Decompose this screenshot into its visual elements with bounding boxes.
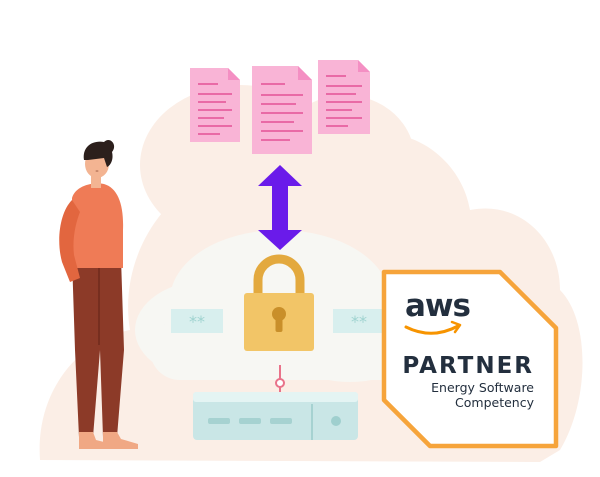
document-icon	[190, 68, 240, 142]
password-mask-text: **	[189, 312, 205, 331]
standing-person-illustration	[59, 140, 138, 449]
competency-line-2: Competency	[455, 395, 534, 410]
aws-partner-badge	[381, 269, 559, 449]
connector-line	[275, 365, 285, 392]
document-icon	[252, 66, 312, 154]
password-mask-text: **	[351, 312, 367, 331]
password-field-left: **	[171, 309, 223, 333]
server-icon	[193, 392, 358, 440]
competency-line-1: Energy Software	[431, 380, 534, 395]
password-field-right: **	[333, 309, 385, 333]
document-icon	[318, 60, 370, 134]
padlock-icon	[244, 254, 314, 351]
aws-logo-text: aws	[405, 288, 471, 324]
partner-title: PARTNER	[402, 353, 534, 379]
double-arrow-vertical-icon	[258, 165, 302, 250]
aws-smile-icon	[404, 324, 460, 335]
